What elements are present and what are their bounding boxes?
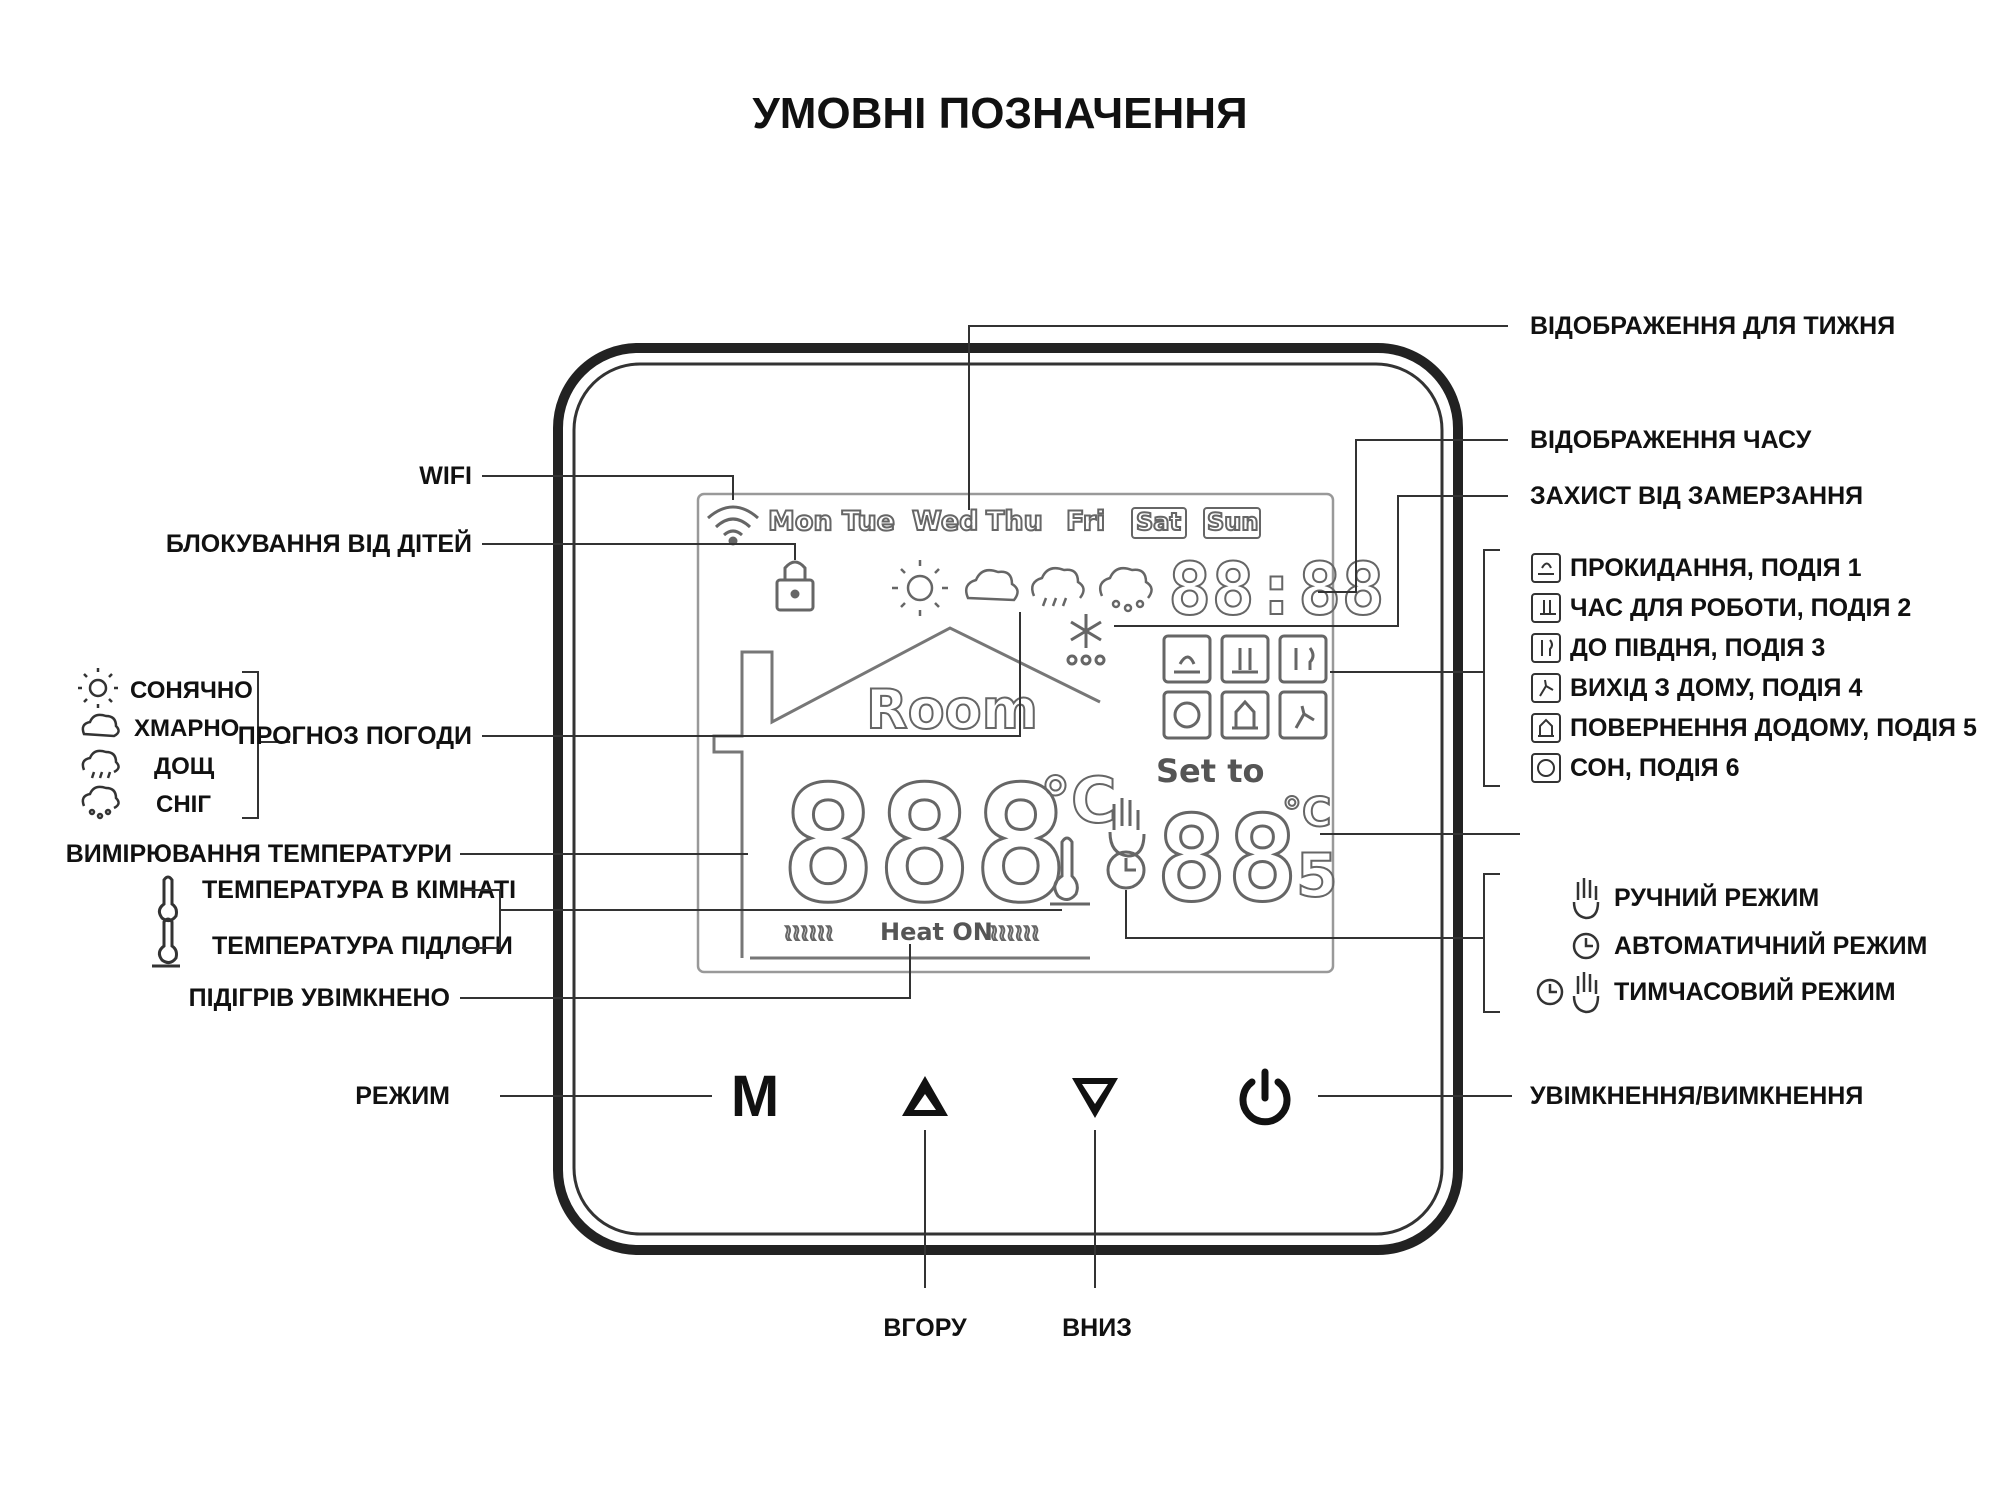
event-1-label: ПРОКИДАННЯ, ПОДІЯ 1 [1570,554,1862,582]
mode-auto-label: АВТОМАТИЧНИЙ РЕЖИМ [1614,930,1927,960]
label-power: УВІМКНЕННЯ/ВИМКНЕННЯ [1530,1082,1863,1110]
day-mon: Mon [768,506,833,537]
page-title: УМОВНІ ПОЗНАЧЕННЯ [752,89,1247,138]
lcd-auto-clock-icon [1106,850,1146,890]
lcd-cloud-icon [965,569,1019,602]
weather-legend: СОНЯЧНО ХМАРНО ДОЩ СНІГ [78,668,290,820]
event-5-label: ПОВЕРНЕННЯ ДОДОМУ, ПОДІЯ 5 [1570,714,1977,742]
label-temperature-measurement: ВИМІРЮВАННЯ ТЕМПЕРАТУРИ [66,840,452,868]
lcd-snow-icon [1099,567,1153,613]
day-wed: Wed [912,506,978,537]
weather-sunny-label: СОНЯЧНО [130,677,253,704]
day-fri: Fri [1066,506,1105,537]
heat-waves-left: ≀≀≀≀≀≀ [784,921,834,946]
day-sun: Sun [1207,508,1258,536]
weather-cloudy-label: ХМАРНО [134,715,239,742]
set-celsius: °C [1282,790,1331,836]
heat-on-indicator: Heat ON [880,918,993,946]
left-callouts: WIFI БЛОКУВАННЯ ВІД ДІТЕЙ ПРОГНОЗ ПОГОДИ… [66,462,1062,1110]
label-weather-forecast: ПРОГНОЗ ПОГОДИ [238,722,472,750]
mode-button[interactable]: M [710,1058,800,1138]
heat-waves-right: ≀≀≀≀≀≀ [990,921,1040,946]
wifi-icon [707,505,759,546]
sleep-icon [1537,759,1555,777]
label-week-display: ВІДОБРАЖЕННЯ ДЛЯ ТИЖНЯ [1530,312,1895,340]
room-thermometer-icon [157,875,178,923]
label-child-lock: БЛОКУВАННЯ ВІД ДІТЕЙ [166,528,472,558]
floor-thermometer-icon [152,917,180,968]
power-icon [1239,1068,1291,1126]
temporary-mode-icon [1536,972,1600,1014]
lock-icon [775,560,815,612]
mode-button-label: M [731,1064,779,1129]
frost-snowflake-icon [1066,614,1106,666]
legend-snow-icon [81,785,120,820]
lcd-thermometer-icon [1050,836,1090,906]
weather-snow-label: СНІГ [156,791,211,818]
legend-cloud-icon [81,713,120,738]
up-arrow-icon [902,1076,948,1116]
legend-sun-icon [78,668,118,708]
event-2-label: ЧАС ДЛЯ РОБОТИ, ПОДІЯ 2 [1570,594,1911,622]
mode-manual-label: РУЧНИЙ РЕЖИМ [1614,882,1819,912]
lunch-icon [1541,639,1553,656]
label-floor-temperature: ТЕМПЕРАТУРА ПІДЛОГИ [212,932,513,960]
lcd-manual-hand-icon [1108,798,1146,858]
up-button[interactable] [880,1058,970,1138]
set-temperature-display: 88 [1156,790,1298,928]
room-label: Room [866,678,1038,741]
label-mode: РЕЖИМ [355,1082,450,1110]
event-legend: ПРОКИДАННЯ, ПОДІЯ 1 ЧАС ДЛЯ РОБОТИ, ПОДІ… [1531,553,1977,783]
day-sat: Sat [1136,508,1181,536]
label-heating-on: ПІДІГРІВ УВІМКНЕНО [189,984,450,1012]
set-to-label: Set to [1156,752,1264,790]
label-wifi: WIFI [419,462,472,490]
label-frost-protection: ЗАХИСТ ВІД ЗАМЕРЗАННЯ [1530,482,1863,510]
event-6-label: СОН, ПОДІЯ 6 [1570,754,1739,782]
leave-home-icon [1539,679,1554,697]
manual-hand-icon [1572,878,1600,920]
room-celsius: °C [1040,764,1117,837]
event-icons-grid [1162,634,1328,740]
power-button[interactable] [1220,1058,1310,1138]
wake-up-icon [1538,562,1554,575]
label-down: ВНИЗ [1062,1314,1132,1342]
weather-rain-label: ДОЩ [154,753,215,780]
label-time-display: ВІДОБРАЖЕННЯ ЧАСУ [1530,426,1812,454]
work-icon [1540,600,1556,615]
lcd-screen [696,492,1335,974]
lcd-sun-icon [892,560,948,616]
auto-clock-icon [1572,932,1600,960]
house-outline [712,626,1101,960]
week-days: Mon Tue Wed Thu Fri Sat Sun [767,505,1261,539]
day-tue: Tue [842,506,895,537]
return-home-icon [1538,718,1554,737]
label-up: ВГОРУ [883,1314,967,1342]
bottom-callouts: ВГОРУ ВНИЗ [883,1130,1132,1342]
mode-temporary-label: ТИМЧАСОВИЙ РЕЖИМ [1614,976,1896,1006]
clock-display: 88:88 [1168,547,1385,631]
event-4-label: ВИХІД З ДОМУ, ПОДІЯ 4 [1570,674,1862,702]
set-decimal-digit: 5 [1296,841,1338,911]
down-arrow-icon [1072,1078,1118,1118]
event-3-label: ДО ПІВДНЯ, ПОДІЯ 3 [1570,634,1825,662]
legend-rain-icon [81,749,120,779]
down-button[interactable] [1050,1058,1140,1138]
day-thu: Thu [986,506,1043,537]
room-temperature-display: 888 [780,751,1069,938]
lcd-rain-icon [1031,567,1085,607]
mode-legend: РУЧНИЙ РЕЖИМ АВТОМАТИЧНИЙ РЕЖИМ ТИМЧАСОВ… [1536,878,1927,1014]
right-callouts: ВІДОБРАЖЕННЯ ДЛЯ ТИЖНЯ ВІДОБРАЖЕННЯ ЧАСУ… [968,312,1895,1110]
